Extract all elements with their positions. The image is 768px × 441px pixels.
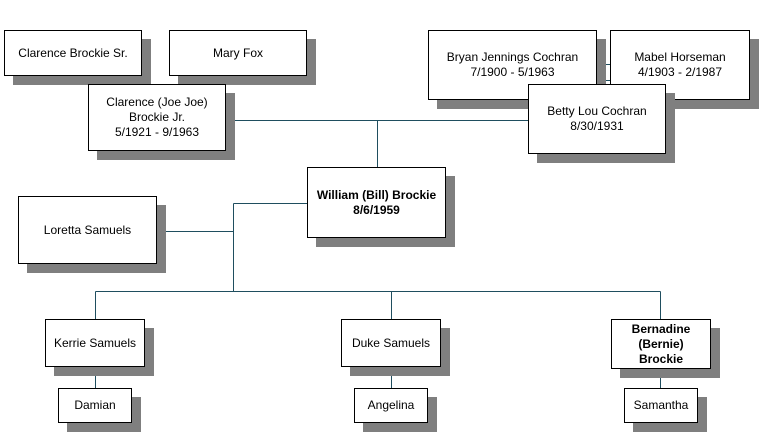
person-bernadine-brockie: Bernadine (Bernie) Brockie (611, 319, 711, 369)
person-damian: Damian (58, 388, 132, 423)
person-mary-fox: Mary Fox (169, 30, 307, 76)
person-name: Bryan Jennings Cochran (446, 50, 579, 64)
person-name: Loretta Samuels (43, 222, 132, 237)
person-name: Mary Fox (212, 45, 263, 60)
person-clarence-brockie-jr: Clarence (Joe Joe) Brockie Jr. 5/1921 - … (88, 84, 226, 151)
person-angelina: Angelina (354, 388, 428, 423)
person-name: Clarence Brockie Sr. (18, 45, 128, 60)
person-duke-samuels: Duke Samuels (341, 319, 441, 367)
person-name: Brockie Jr. (128, 110, 185, 124)
person-name: William (Bill) Brockie (316, 187, 437, 202)
person-dates: 8/30/1931 (570, 119, 624, 133)
person-dates: 4/1903 - 2/1987 (637, 65, 723, 79)
person-name: Clarence (Joe Joe) (106, 95, 208, 109)
person-name: Brockie (638, 351, 684, 366)
person-name: Damian (74, 398, 116, 412)
person-samantha: Samantha (624, 388, 698, 423)
person-name: Duke Samuels (351, 335, 431, 350)
person-name: Mabel Horseman (634, 50, 726, 64)
person-dates: 5/1921 - 9/1963 (114, 125, 200, 139)
person-name: Betty Lou Cochran (547, 104, 647, 118)
person-kerrie-samuels: Kerrie Samuels (45, 319, 145, 367)
person-dates: 8/6/1959 (353, 202, 400, 217)
person-name: Kerrie Samuels (53, 335, 137, 350)
person-dates: 7/1900 - 5/1963 (470, 65, 555, 79)
person-name: Bernadine (631, 321, 691, 336)
person-william-bill-brockie: William (Bill) Brockie 8/6/1959 (307, 167, 446, 238)
person-name: Samantha (633, 398, 689, 412)
person-loretta-samuels: Loretta Samuels (18, 196, 157, 264)
person-clarence-brockie-sr: Clarence Brockie Sr. (4, 30, 142, 76)
person-betty-lou-cochran: Betty Lou Cochran 8/30/1931 (528, 84, 666, 154)
person-mabel-horseman: Mabel Horseman 4/1903 - 2/1987 (610, 30, 750, 100)
person-name: (Bernie) (638, 336, 684, 351)
person-name: Angelina (367, 398, 415, 412)
